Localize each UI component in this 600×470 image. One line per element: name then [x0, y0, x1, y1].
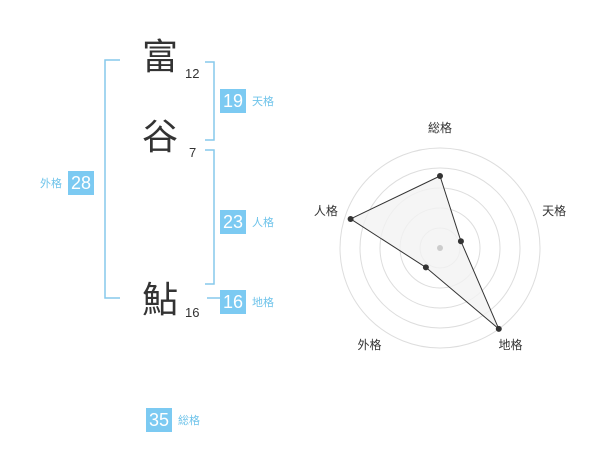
soukaku-value: 35	[146, 408, 172, 432]
radar-point-1	[437, 173, 443, 179]
radar-axis-label-3: 地格	[499, 337, 523, 352]
radar-axis-label-4: 外格	[357, 337, 381, 352]
radar-axis-label-2: 天格	[542, 203, 566, 218]
radar-point-2	[457, 238, 464, 245]
radar-points	[347, 173, 502, 332]
radar-center	[437, 245, 443, 251]
radar-point-3	[495, 325, 502, 332]
soukaku-group: 35 総格	[146, 408, 200, 432]
jinkaku-bracket	[205, 149, 215, 285]
radar-point-5	[347, 215, 354, 222]
gaikaku-value: 28	[68, 171, 94, 195]
tenkaku-bracket	[205, 61, 215, 141]
radar-ring	[339, 147, 541, 349]
gaikaku-group: 外格 28	[40, 171, 94, 195]
radar-shape	[349, 175, 500, 330]
name-char-2-strokes: 7	[189, 145, 197, 160]
name-char-3: 鮎	[142, 280, 179, 321]
tenkaku-label: 天格	[252, 95, 274, 108]
gaikaku-bracket	[104, 59, 120, 299]
radar-ring	[359, 167, 521, 329]
jinkaku-label: 人格	[252, 216, 274, 229]
name-char-3-strokes: 16	[185, 305, 200, 320]
name-char-1: 富	[142, 37, 179, 78]
jinkaku-value: 23	[220, 210, 246, 234]
radar-axis-label-5: 人格	[314, 203, 338, 218]
gaikaku-label: 外格	[40, 177, 62, 190]
jinkaku-group: 23 人格	[220, 210, 274, 234]
chikaku-label: 地格	[252, 296, 274, 309]
chikaku-value: 16	[220, 290, 246, 314]
soukaku-label: 総格	[178, 414, 200, 427]
chikaku-group: 16 地格	[220, 290, 274, 314]
tenkaku-group: 19 天格	[220, 89, 274, 113]
name-char-2: 谷	[142, 117, 179, 158]
tenkaku-value: 19	[220, 89, 246, 113]
name-char-1-strokes: 12	[185, 66, 200, 81]
radar-point-4	[422, 264, 429, 271]
radar-axis-label-1: 総格	[428, 120, 452, 135]
